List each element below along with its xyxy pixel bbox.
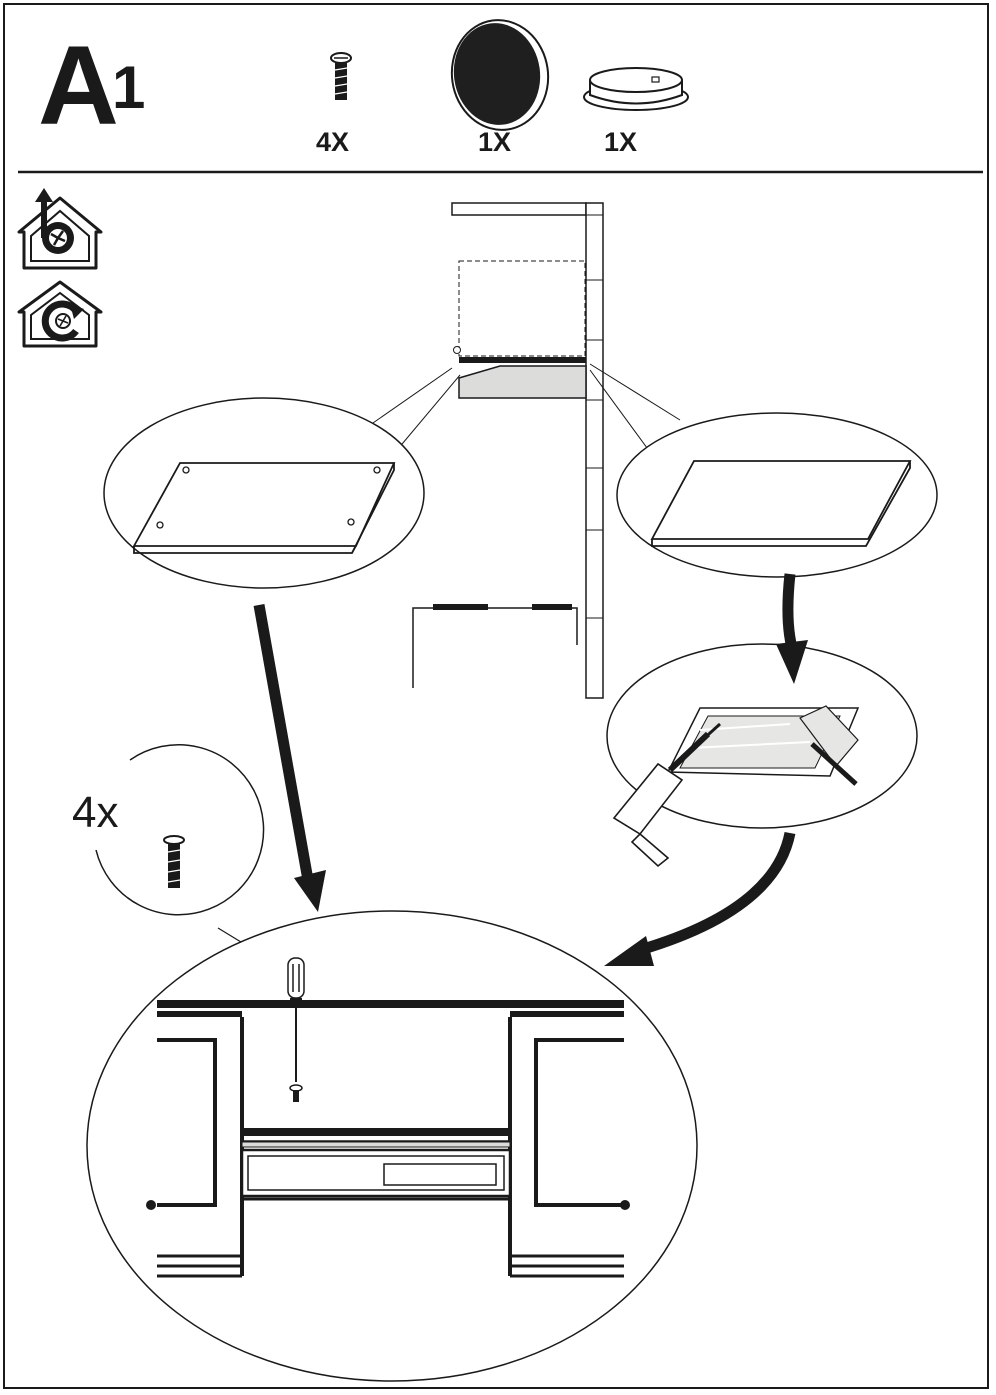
callout-lines — [359, 363, 681, 457]
panel-with-holes-detail — [103, 397, 425, 589]
collar-ring-icon — [583, 67, 689, 111]
screw-quantity: 4X — [316, 127, 350, 157]
ducted-mode-icon — [17, 188, 103, 270]
collar-quantity: 1X — [604, 127, 638, 157]
carbon-filter-icon — [450, 19, 550, 131]
filter-quantity: 1X — [478, 127, 512, 157]
screw-count-label: 4x — [72, 788, 119, 837]
flow-arrows — [253, 573, 808, 966]
screw-icon — [330, 52, 352, 100]
recirculating-mode-icon — [17, 280, 103, 348]
page-frame — [3, 3, 989, 1389]
step-number: 1 — [112, 54, 146, 121]
hood-installation-detail — [86, 910, 698, 1382]
overview-installation — [412, 202, 604, 699]
sealant-application-detail — [606, 643, 918, 868]
step-letter: A — [38, 23, 119, 148]
screw-detail — [95, 744, 283, 968]
plain-panel-detail — [616, 412, 938, 578]
